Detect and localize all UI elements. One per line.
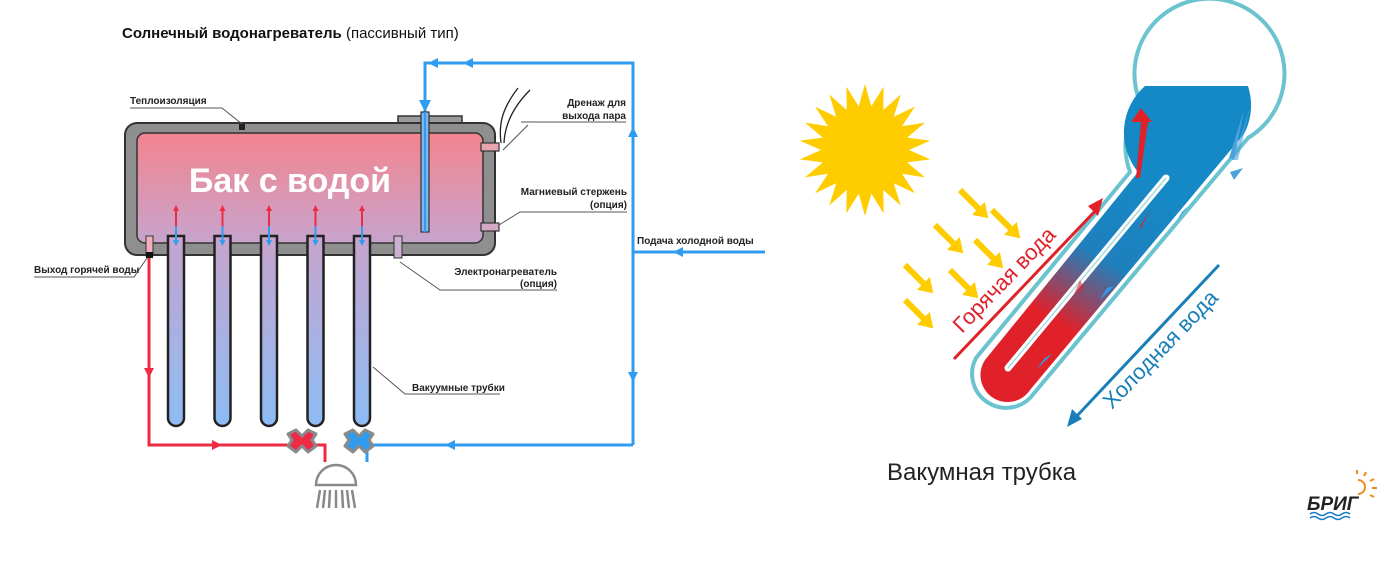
label-hot-outlet: Выход горячей воды (34, 265, 139, 276)
vacuum-tube (213, 205, 232, 428)
steam-drain-fitting (480, 142, 500, 152)
cold-down-arrow-icon (219, 240, 226, 246)
hot-water-arrow (952, 198, 1103, 361)
diagram-title: Солнечный водонагреватель (пассивный тип… (122, 25, 459, 42)
vacuum-tube (306, 205, 325, 428)
cold-valve-icon (343, 428, 375, 454)
hot-up-arrow-icon (312, 205, 319, 211)
sun-ray-arrow-icon (989, 207, 1021, 239)
sun-ray-arrow-icon (932, 222, 964, 254)
magnesium-rod-fitting (480, 222, 500, 232)
callouts (34, 107, 627, 395)
sun-icon (799, 84, 931, 216)
cold-water-arrow (1067, 263, 1221, 427)
hot-up-arrow-icon (266, 205, 272, 211)
shower-head-icon (314, 463, 358, 509)
label-magnesium-rod-1: Магниевый стержень (521, 187, 627, 198)
label-electric-heater-1: Электронагреватель (454, 267, 557, 278)
steam-icon (499, 87, 531, 144)
logo-text: БРИГ (1307, 494, 1360, 515)
label-vacuum-tubes: Вакуумные трубки (412, 382, 505, 394)
cold-down-arrow-icon (173, 240, 179, 246)
cold-down-arrow-icon (312, 240, 319, 246)
logo-waves-icon (1309, 511, 1351, 521)
label-insulation: Теплоизоляция (130, 96, 207, 107)
hot-valve-icon (286, 428, 318, 454)
vacuum-tube (259, 205, 279, 428)
sun-rays (902, 187, 1021, 329)
sun-ray-arrow-icon (902, 297, 934, 329)
sun-ray-arrow-icon (947, 267, 979, 299)
electric-heater (393, 235, 403, 259)
label-electric-heater-2: (опция) (520, 279, 557, 290)
brig-logo: БРИГ (1307, 470, 1377, 521)
vacuum-tube (166, 205, 186, 428)
sun-ray-arrow-icon (902, 262, 934, 294)
sun-ray-arrow-icon (972, 237, 1004, 269)
cold-flow-arrows (419, 58, 683, 450)
cold-down-arrow-icon (266, 240, 272, 246)
vacuum-tubes (166, 205, 372, 428)
cold-down-arrow-icon (359, 240, 365, 246)
vacuum-tube-illustration (970, 0, 1287, 410)
cold-water-label: Холодная вода (1098, 284, 1224, 413)
vacuum-tube (352, 205, 372, 428)
sun-body (799, 84, 931, 216)
tank-label: Бак с водой (189, 162, 391, 200)
hot-flow-arrows (144, 368, 222, 450)
hot-up-arrow-icon (219, 205, 226, 211)
label-steam-drain-1: Дренаж для (567, 98, 626, 109)
hot-water-pipe (147, 258, 327, 462)
insulation-marker (239, 124, 245, 130)
sun-ray-arrow-icon (957, 187, 989, 219)
label-magnesium-rod-2: (опция) (590, 200, 627, 211)
label-steam-drain-2: выхода пара (562, 111, 626, 122)
label-cold-supply: Подача холодной воды (637, 236, 754, 247)
logo-sun-icon (1356, 470, 1377, 498)
hot-up-arrow-icon (173, 205, 179, 211)
hot-up-arrow-icon (359, 205, 365, 211)
vacuum-tube-caption: Вакумная трубка (887, 459, 1077, 486)
